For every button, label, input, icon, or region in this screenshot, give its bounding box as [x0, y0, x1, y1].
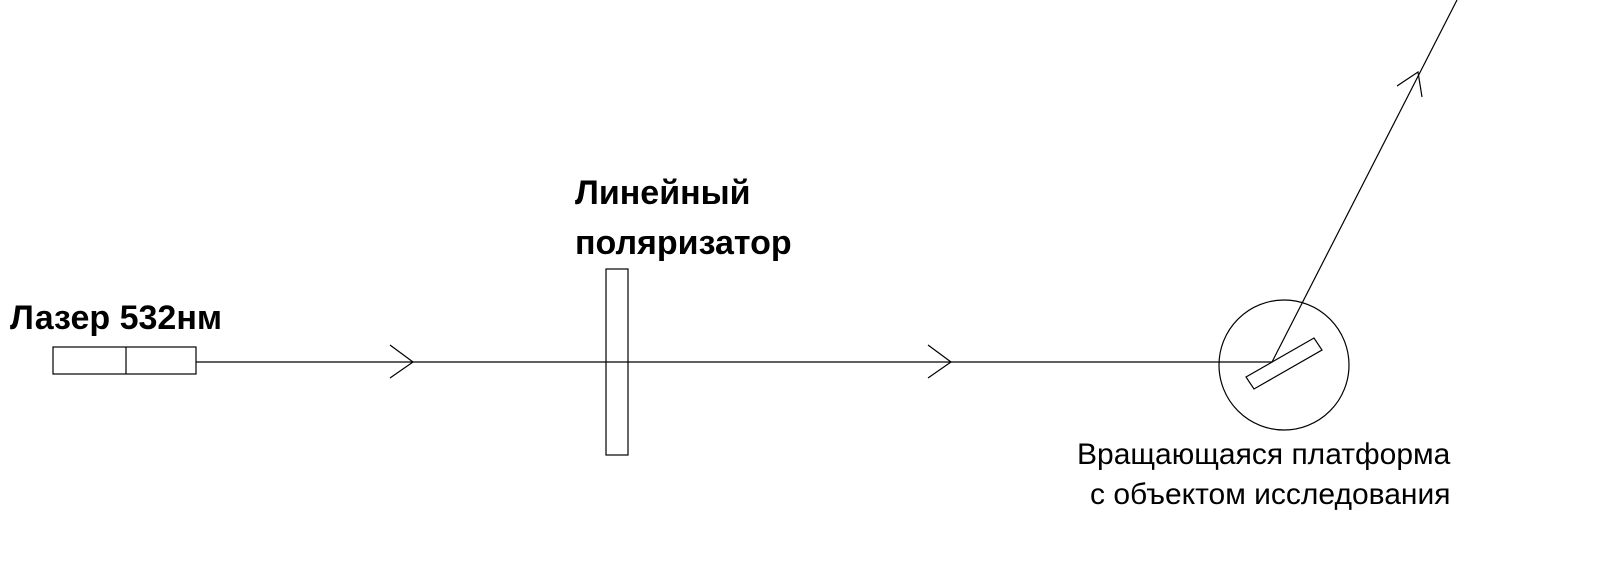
reflected-beam-arrow	[1396, 70, 1423, 98]
platform-label-line-2: с объектом исследования	[1090, 478, 1451, 511]
sample-object	[1245, 337, 1323, 390]
polarizer-plate	[605, 268, 629, 456]
polarizer-label-line-2: поляризатор	[575, 224, 792, 262]
laser-label: Лазер 532нм	[10, 299, 223, 337]
laser-body	[52, 346, 197, 375]
polarizer-label-line-1: Линейный	[575, 174, 751, 212]
reflected-beam	[1271, 0, 1458, 363]
beam-arrow-2	[927, 344, 953, 379]
beam-arrow-1	[389, 344, 415, 379]
platform-label-line-1: Вращающаяся платформа	[1077, 438, 1451, 471]
rotating-platform	[1218, 299, 1350, 431]
